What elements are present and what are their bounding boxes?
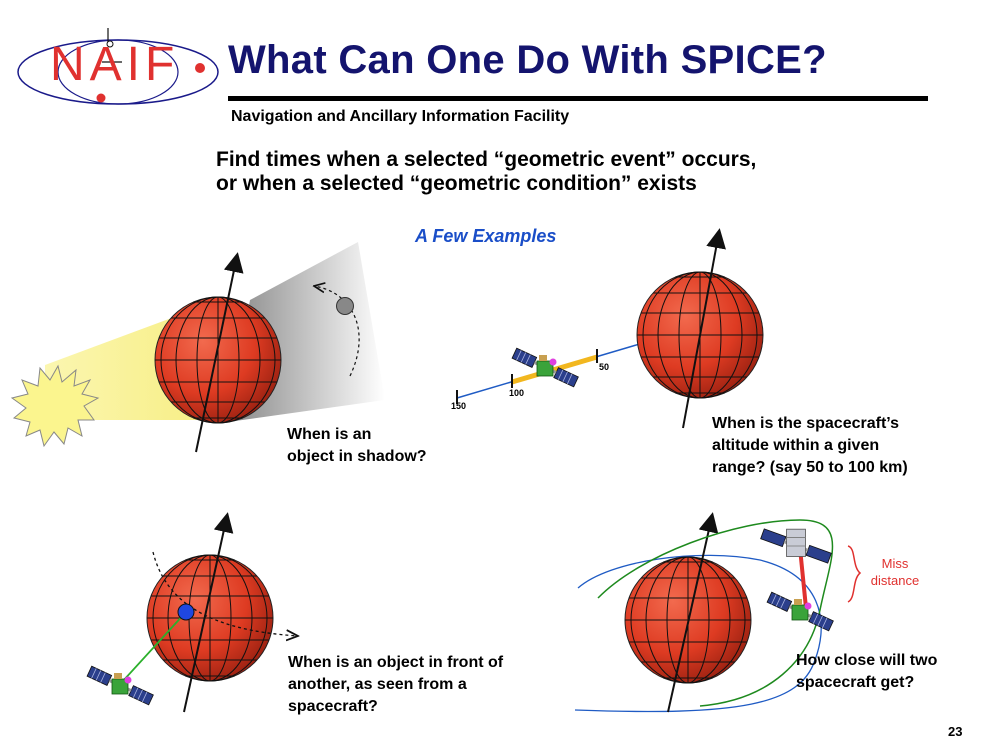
logo-text: NAIF	[50, 38, 179, 91]
page-subtitle: Navigation and Ancillary Information Fac…	[231, 108, 570, 125]
caption-front: When is an object in front of another, a…	[288, 654, 504, 715]
intro-line-1: Find times when a selected “geometric ev…	[216, 148, 757, 171]
title-divider	[228, 96, 928, 101]
caption-close-approach: How close will two spacecraft get?	[796, 652, 938, 691]
altitude-tick-100: 100	[509, 388, 525, 398]
miss-distance-label: Miss distance	[870, 556, 920, 588]
altitude-tick-50: 50	[599, 362, 610, 372]
page-title: What Can One Do With SPICE?	[228, 38, 827, 82]
spacecraft-1-icon	[766, 591, 834, 632]
spacecraft-2-icon	[760, 528, 832, 564]
altitude-tick-150: 150	[451, 401, 467, 411]
naif-logo: NAIF	[10, 22, 225, 112]
front-object	[177, 603, 195, 621]
shadow-object	[336, 297, 354, 315]
intro-text: Find times when a selected “geometric ev…	[216, 148, 756, 196]
sun-icon	[10, 364, 100, 448]
intro-line-2: or when a selected “geometric condition”…	[216, 172, 697, 195]
caption-altitude: When is the spacecraft’s altitude within…	[712, 415, 908, 476]
examples-heading: A Few Examples	[415, 226, 557, 246]
page-number: 23	[948, 724, 963, 739]
caption-shadow: When is an object in shadow?	[287, 426, 427, 465]
